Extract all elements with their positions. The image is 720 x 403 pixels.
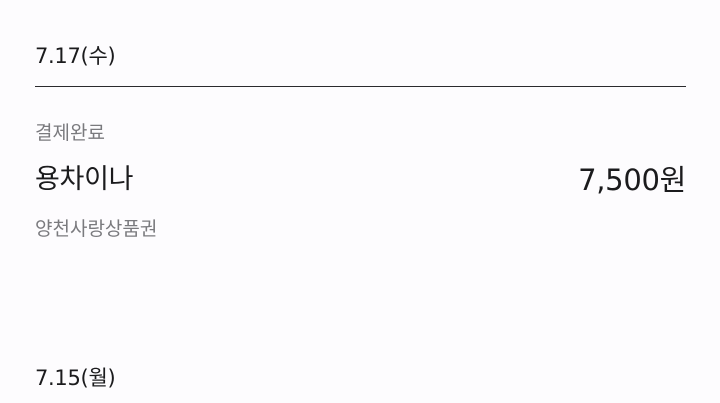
payment-method: 양천사랑상품권 [35,218,158,240]
date-header: 7.17(수) [35,44,116,68]
transaction-item[interactable]: 결제완료 용차이나 7,500원 양천사랑상품권 [35,100,686,260]
date-header: 7.15(월) [35,366,116,390]
merchant-name: 용차이나 [35,164,134,195]
date-divider [35,86,686,87]
transaction-amount: 7,500원 [578,163,686,197]
transaction-status: 결제완료 [35,122,105,144]
